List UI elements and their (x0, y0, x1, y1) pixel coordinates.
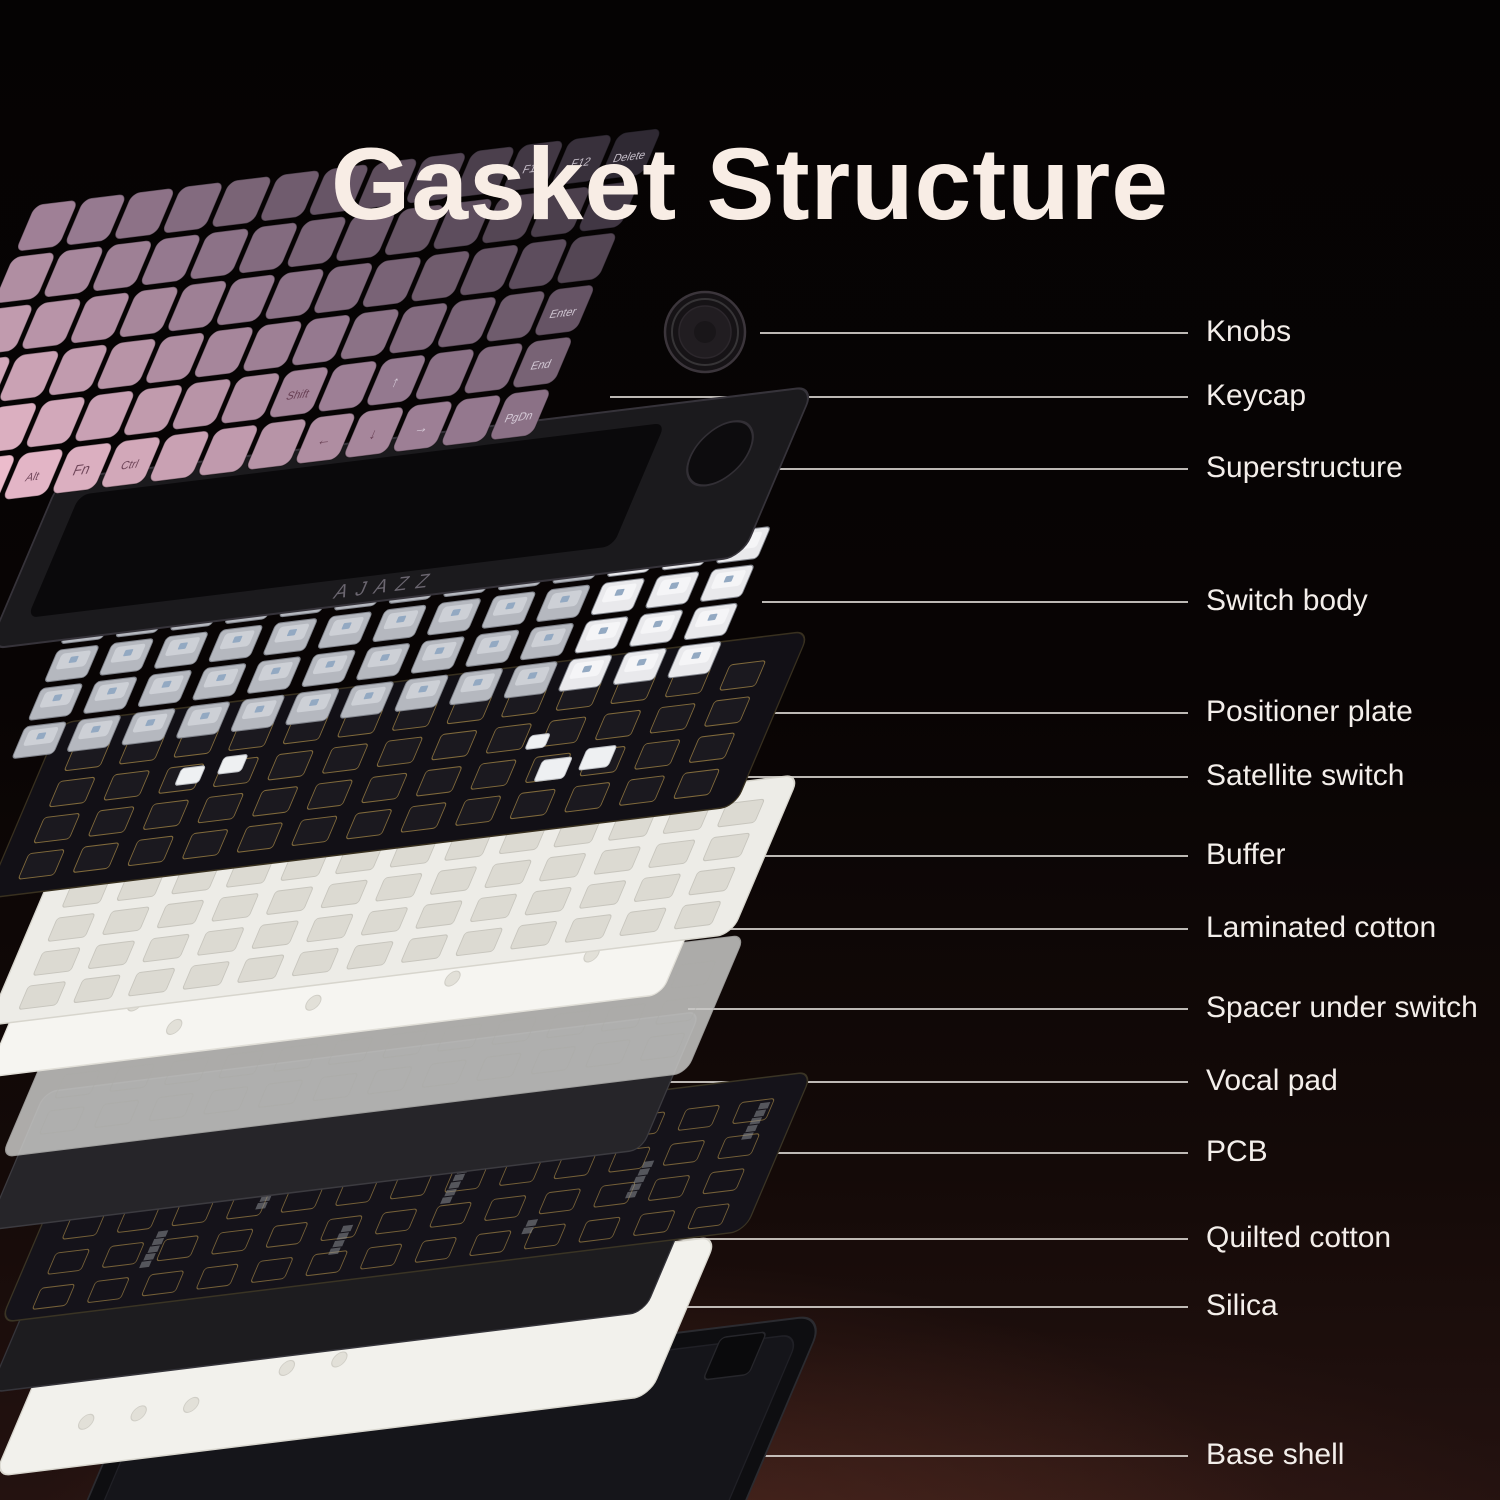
callout-line-silica (652, 1306, 1188, 1308)
callout-label-laminated-cotton: Laminated cotton (1206, 911, 1437, 944)
callout-line-positioner-plate (748, 712, 1188, 714)
keycap-legend: Delete (611, 148, 649, 166)
callout-line-base-shell (660, 1455, 1188, 1457)
callout-line-laminated-cotton (660, 928, 1188, 930)
keycap-legend: PgDn (502, 408, 535, 425)
callout-label-silica: Silica (1206, 1289, 1278, 1322)
keycap-legend: Ctrl (118, 457, 141, 473)
callout-label-buffer: Buffer (1206, 838, 1286, 871)
callout-line-satellite-switch (556, 776, 1188, 778)
callout-label-vocal-pad: Vocal pad (1206, 1064, 1338, 1097)
callout-label-quilted-cotton: Quilted cotton (1206, 1221, 1392, 1254)
callout-label-satellite-switch: Satellite switch (1206, 759, 1405, 792)
callout-line-knobs (760, 332, 1188, 334)
keycap-legend: F12 (569, 154, 594, 170)
callout-label-pcb: PCB (1206, 1135, 1268, 1168)
callout-label-switch-body: Switch body (1206, 584, 1368, 617)
keycap-legend: Shift (284, 386, 312, 403)
knob (663, 290, 747, 374)
callout-label-base-shell: Base shell (1206, 1438, 1345, 1471)
page-title: Gasket Structure (331, 127, 1169, 242)
keycap-legend: F11 (520, 160, 544, 176)
callout-label-positioner-plate: Positioner plate (1206, 695, 1413, 728)
callout-line-keycap (610, 396, 1188, 398)
callout-line-spacer-under-switch (688, 1008, 1188, 1010)
callout-line-buffer (730, 855, 1188, 857)
callout-line-vocal-pad (628, 1081, 1188, 1083)
positioner-plate-layer (0, 631, 806, 898)
keycap-legend: Enter (547, 304, 579, 321)
callout-line-switch-body (762, 601, 1188, 603)
callout-label-superstructure: Superstructure (1206, 451, 1403, 484)
callout-label-keycap: Keycap (1206, 379, 1307, 412)
callout-line-quilted-cotton (640, 1238, 1188, 1240)
keycap-legend: End (528, 357, 553, 373)
knob-mount-hole (686, 420, 754, 487)
callout-label-spacer-under-switch: Spacer under switch (1206, 991, 1478, 1024)
callout-line-superstructure (748, 468, 1188, 470)
callout-line-pcb (766, 1152, 1188, 1154)
callout-label-knobs: Knobs (1206, 315, 1292, 348)
